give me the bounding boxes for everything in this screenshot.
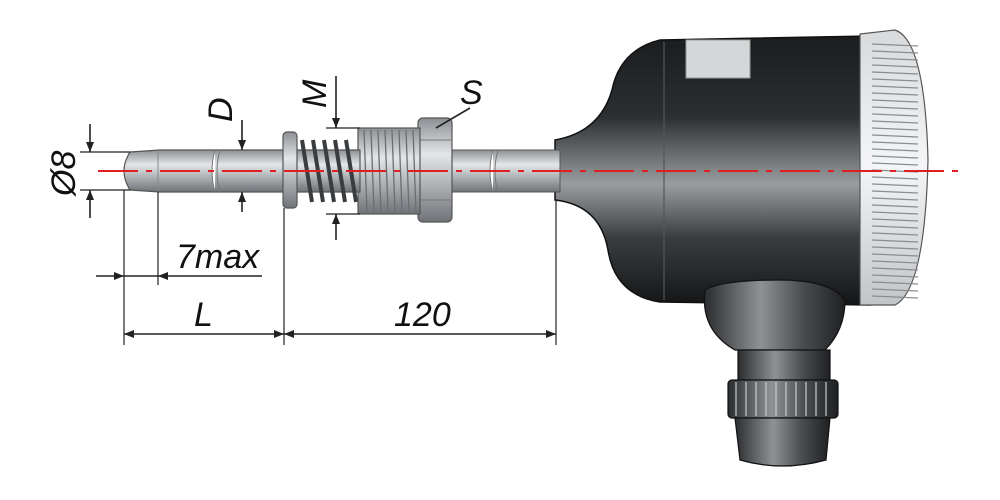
decor-stroke	[871, 64, 919, 68]
decor-stroke	[871, 176, 919, 180]
connection-head	[554, 29, 929, 306]
decor-stroke	[871, 225, 919, 229]
decor-stroke	[871, 92, 919, 96]
decor-stroke	[871, 148, 919, 152]
wrench-label: S	[460, 74, 483, 112]
decor-stroke	[871, 50, 919, 54]
decor-stroke	[871, 134, 919, 138]
decor-stroke	[871, 106, 919, 110]
dimension-diameter: Ø8	[45, 124, 130, 218]
decor-stroke	[871, 267, 919, 271]
decor-stroke	[871, 218, 919, 222]
decor-stroke	[871, 71, 919, 75]
decor-stroke	[871, 274, 919, 278]
decor-stroke	[871, 127, 919, 131]
diameter-label: Ø8	[45, 151, 83, 197]
decor-stroke	[871, 57, 919, 61]
decor-stroke	[405, 129, 410, 213]
spring-coil	[333, 139, 347, 203]
decor-stroke	[871, 190, 919, 194]
decor-stroke	[871, 85, 919, 89]
thread-label: M	[296, 79, 334, 108]
dimension-thread: M	[296, 76, 360, 240]
label-plate	[685, 39, 751, 79]
decor-stroke	[871, 183, 919, 187]
decor-stroke	[871, 78, 919, 82]
extension-length-label: 120	[394, 296, 451, 334]
decor-stroke	[871, 43, 919, 47]
decor-stroke	[871, 113, 919, 117]
dimension-extension-length: 120	[284, 200, 557, 345]
decor-stroke	[871, 295, 919, 299]
dimension-probe-diameter: D	[202, 97, 246, 212]
decor-stroke	[871, 120, 919, 124]
probe-diameter-label: D	[202, 97, 240, 122]
decor-stroke	[871, 155, 919, 159]
decor-stroke	[871, 253, 919, 257]
decor-stroke	[871, 162, 919, 166]
decor-stroke	[871, 260, 919, 264]
decor-stroke	[384, 129, 389, 213]
decor-stroke	[398, 129, 403, 213]
decor-stroke	[871, 211, 919, 215]
decor-stroke	[871, 288, 919, 292]
decor-stroke	[871, 246, 919, 250]
decor-stroke	[871, 204, 919, 208]
decor-stroke	[871, 141, 919, 145]
cable-gland	[703, 279, 846, 467]
dimension-tip-length: 7max	[96, 190, 262, 345]
head-cap	[859, 29, 929, 306]
decor-stroke	[871, 239, 919, 243]
decor-stroke	[871, 281, 919, 285]
spring-coil	[322, 139, 336, 203]
decor-stroke	[391, 129, 396, 213]
tip-length-label: 7max	[176, 238, 260, 276]
dimension-immersion-length: L	[124, 208, 285, 345]
decor-stroke	[871, 99, 919, 103]
dimension-wrench: S	[435, 74, 483, 129]
decor-stroke	[871, 197, 919, 201]
decor-stroke	[871, 232, 919, 236]
immersion-length-label: L	[194, 296, 213, 334]
